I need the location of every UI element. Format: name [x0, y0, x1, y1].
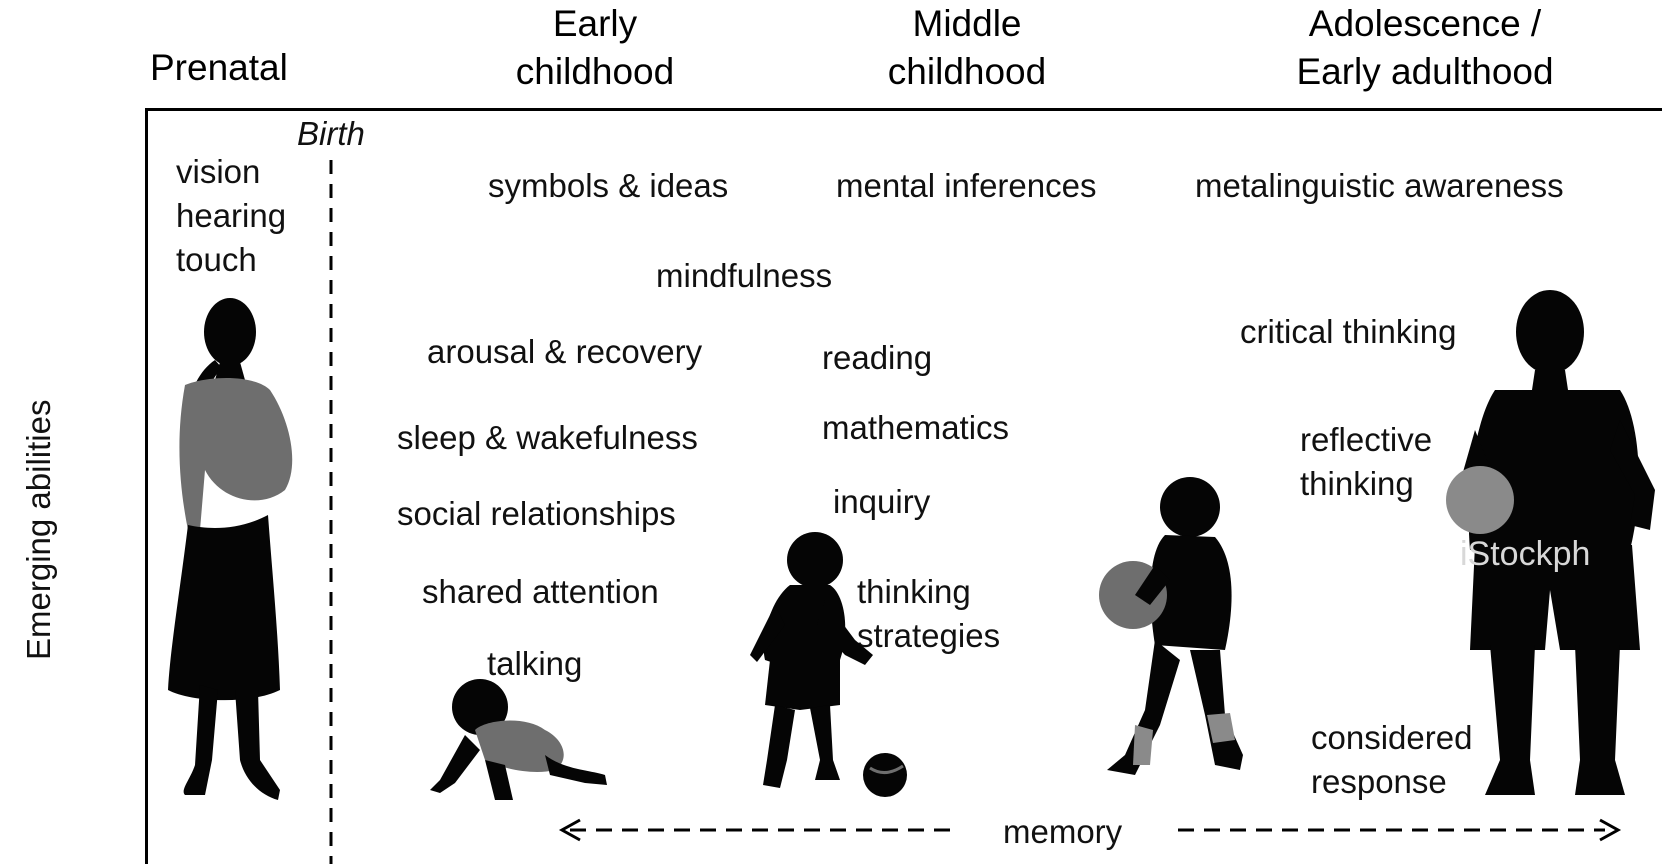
memory-arrow: [558, 818, 1622, 842]
ability-reflective-thinking-line1: reflective: [1300, 421, 1433, 458]
ability-critical-thinking: critical thinking: [1240, 313, 1457, 350]
ability-considered-response-line2: response: [1311, 763, 1447, 800]
ability-shared-attention: shared attention: [422, 573, 659, 610]
header-adolescence-line2: Early adulthood: [1296, 51, 1554, 92]
pregnant-woman-silhouette: [168, 298, 293, 800]
ability-social-relationships: social relationships: [397, 495, 676, 532]
ability-thinking-strategies-line2: strategies: [857, 617, 1001, 654]
birth-divider-line: [329, 160, 333, 864]
header-prenatal: Prenatal: [150, 47, 288, 88]
ability-inquiry: inquiry: [833, 483, 931, 520]
ability-arousal-recovery: arousal & recovery: [427, 333, 703, 370]
ability-metalinguistic-awareness: metalinguistic awareness: [1195, 167, 1564, 204]
prenatal-ability-hearing: hearing: [176, 197, 287, 234]
header-adolescence-line1: Adolescence /: [1308, 3, 1542, 44]
ability-memory: memory: [1003, 813, 1123, 850]
ability-mental-inferences: mental inferences: [836, 167, 1097, 204]
ability-sleep-wakefulness: sleep & wakefulness: [397, 419, 698, 456]
ability-reading: reading: [822, 339, 933, 376]
adolescent-silhouette: iStockph: [1446, 290, 1655, 795]
watermark-text: iStockph: [1460, 535, 1590, 573]
prenatal-ability-touch: touch: [176, 241, 257, 278]
header-middle-line1: Middle: [912, 3, 1022, 44]
ability-thinking-strategies-line1: thinking: [857, 573, 971, 610]
header-early-line2: childhood: [515, 51, 675, 92]
ability-mindfulness: mindfulness: [656, 257, 833, 294]
crawling-infant-silhouette: [430, 679, 607, 800]
ability-talking: talking: [487, 645, 583, 682]
prenatal-ability-vision: vision: [176, 153, 261, 190]
header-middle-childhood: Middle childhood: [862, 0, 1072, 96]
header-adolescence: Adolescence / Early adulthood: [1280, 0, 1570, 96]
ability-symbols-ideas: symbols & ideas: [488, 167, 729, 204]
header-early-line1: Early: [552, 3, 638, 44]
birth-label: Birth: [297, 115, 365, 152]
ability-reflective-thinking-line2: thinking: [1300, 465, 1414, 502]
toddler-silhouette: [750, 532, 907, 797]
ability-considered-response-line1: considered: [1311, 719, 1473, 756]
child-with-ball-silhouette: [1099, 477, 1243, 775]
header-early-childhood: Early childhood: [480, 0, 710, 96]
timeline-frame: [145, 108, 1662, 864]
y-axis-label: Emerging abilities: [20, 399, 57, 660]
ability-mathematics: mathematics: [822, 409, 1010, 446]
header-middle-line2: childhood: [887, 51, 1047, 92]
